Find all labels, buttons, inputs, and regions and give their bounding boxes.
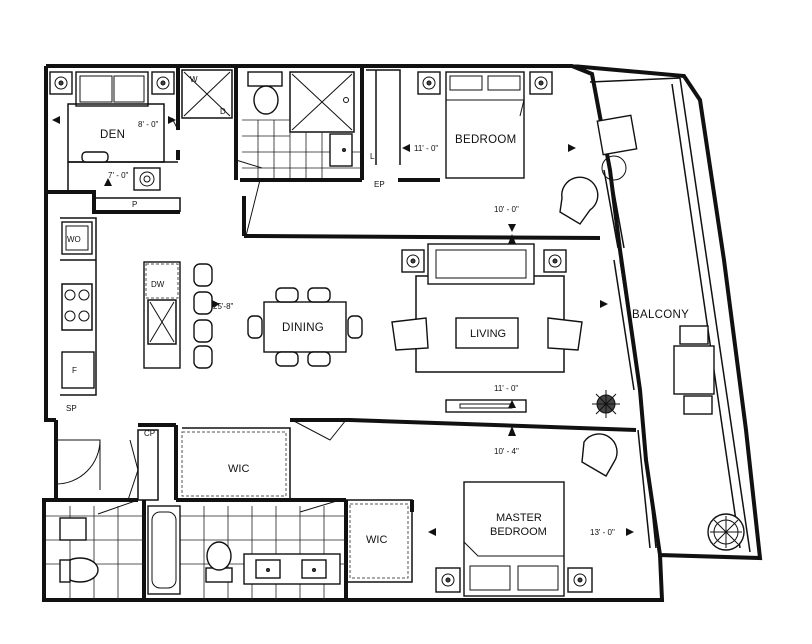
label-ep: EP (374, 180, 385, 189)
bath-bottom (46, 505, 346, 600)
label-fridge: F (72, 366, 77, 375)
label-master-line1: MASTER (496, 512, 542, 524)
dim-master-depth: 10' - 4" (494, 447, 519, 456)
label-wic-right: WIC (366, 534, 387, 546)
bath-top (242, 71, 362, 178)
dining-furniture (247, 287, 363, 367)
wic-left (137, 429, 287, 501)
balcony-furniture (673, 325, 745, 551)
label-cp: CP (144, 429, 155, 438)
dim-bedroom-width: 11' - 0" (414, 144, 438, 153)
label-bedroom: BEDROOM (455, 134, 517, 146)
living-furniture (391, 243, 620, 418)
dim-den-width: 8' - 0" (138, 120, 159, 129)
exterior-walls (42, 64, 763, 602)
label-linen: L (370, 152, 375, 161)
label-washer: W (190, 75, 198, 84)
dim-kitchen-depth: 25'-8" (213, 302, 234, 311)
label-wo: WO (67, 235, 81, 244)
balcony-railing (589, 77, 751, 553)
label-dw: DW (151, 280, 165, 289)
label-dining: DINING (282, 322, 324, 334)
master-furniture (435, 433, 618, 597)
label-sp: SP (66, 404, 77, 413)
dim-master-width: 13' - 0" (590, 528, 615, 537)
bedroom-furniture (417, 71, 638, 225)
label-dryer: D (220, 107, 226, 116)
label-wic-left: WIC (228, 463, 249, 475)
room-labels: DEN BEDROOM DINING LIVING BALCONY MASTER… (100, 129, 689, 546)
fixture-labels: W D WO DW F L EP P SP CP (66, 75, 385, 438)
label-den: DEN (100, 129, 125, 141)
label-pantry: P (132, 200, 137, 209)
dim-living-width: 11' - 0" (494, 384, 518, 393)
wic-right (349, 503, 409, 579)
kitchen (61, 221, 213, 389)
label-living: LIVING (470, 328, 506, 340)
label-balcony: BALCONY (632, 309, 689, 321)
laundry (181, 69, 233, 119)
interior-walls (44, 66, 637, 600)
dim-bedroom-depth: 10' - 0" (494, 205, 519, 214)
dimension-labels: 8' - 0" 7' - 0" 11' - 0" 10' - 0" 25'-8"… (108, 120, 615, 537)
dim-den-depth: 7' - 0" (108, 171, 129, 180)
label-master-line2: BEDROOM (490, 526, 547, 538)
dimension-arrows (52, 116, 634, 536)
den-furniture (49, 71, 175, 191)
